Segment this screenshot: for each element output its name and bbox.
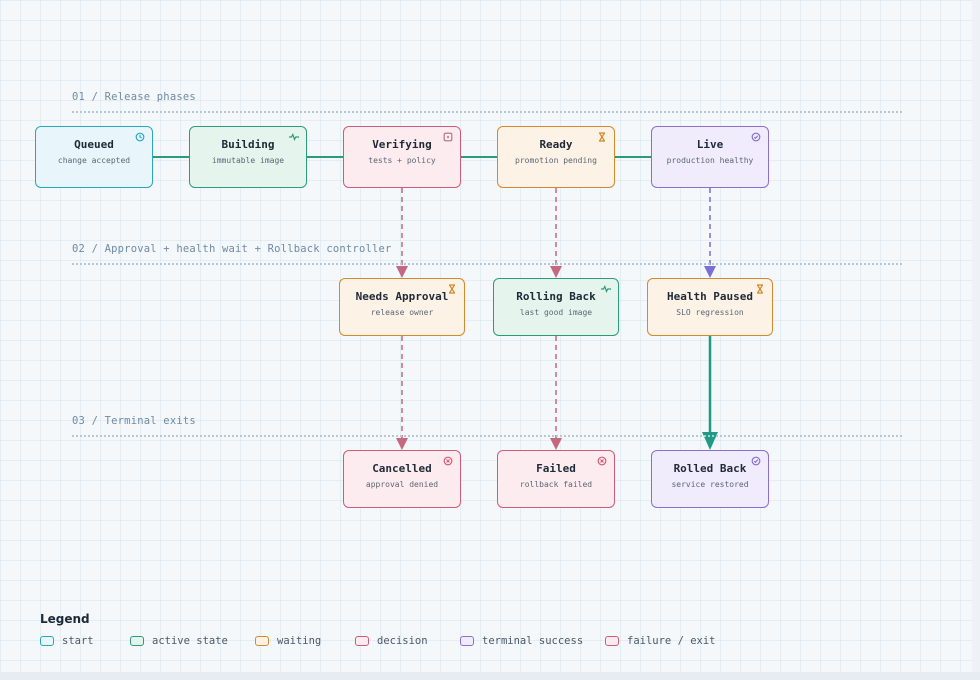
hourglass-icon: [756, 284, 764, 294]
legend-title: Legend: [40, 612, 90, 626]
node-title: Failed: [536, 462, 576, 475]
node-title: Needs Approval: [355, 290, 449, 303]
node-subtitle: release owner: [370, 308, 434, 317]
legend-item-active: active state: [130, 634, 228, 648]
section-rule: [72, 435, 902, 437]
node-rolling-back[interactable]: Rolling Back last good image: [493, 278, 619, 336]
node-title: Building: [221, 138, 275, 151]
node-rolled-back[interactable]: Rolled Back service restored: [651, 450, 769, 508]
node-title: Rolling Back: [516, 290, 596, 303]
legend-swatch: [605, 636, 619, 646]
legend-label: active state: [152, 635, 228, 647]
node-subtitle: last good image: [519, 308, 593, 317]
x-circle-icon: [597, 456, 607, 466]
node-subtitle: rollback failed: [519, 480, 593, 489]
node-title: Ready: [539, 138, 573, 151]
node-title: Rolled Back: [673, 462, 747, 475]
node-failed[interactable]: Failed rollback failed: [497, 450, 615, 508]
node-health-paused[interactable]: Health Paused SLO regression: [647, 278, 773, 336]
node-title: Verifying: [372, 138, 432, 151]
node-ready[interactable]: Ready promotion pending: [497, 126, 615, 188]
legend-swatch: [40, 636, 54, 646]
scrollbar-track[interactable]: [972, 0, 980, 672]
legend-item-start: start: [40, 634, 94, 648]
section-title-release-phases: 01 / Release phases: [72, 91, 196, 103]
legend-swatch: [460, 636, 474, 646]
clock-icon: [135, 132, 145, 142]
node-building[interactable]: Building immutable image: [189, 126, 307, 188]
hourglass-icon: [448, 284, 456, 294]
x-circle-icon: [443, 456, 453, 466]
pulse-icon: [601, 284, 611, 294]
node-subtitle: tests + policy: [368, 156, 436, 165]
section-title-terminal: 03 / Terminal exits: [72, 415, 196, 427]
node-title: Queued: [74, 138, 114, 151]
node-title: Cancelled: [372, 462, 432, 475]
legend-item-failure: failure / exit: [605, 634, 716, 648]
section-title-approval: 02 / Approval + health wait + Rollback c…: [72, 243, 392, 255]
legend-swatch: [355, 636, 369, 646]
section-rule: [72, 263, 902, 265]
node-subtitle: service restored: [671, 480, 749, 489]
node-subtitle: immutable image: [211, 156, 285, 165]
legend-swatch: [255, 636, 269, 646]
check-circle-icon: [751, 456, 761, 466]
legend-label: waiting: [277, 635, 322, 647]
node-verifying[interactable]: Verifying tests + policy: [343, 126, 461, 188]
node-subtitle: approval denied: [365, 480, 439, 489]
check-circle-icon: [751, 132, 761, 142]
node-title: Live: [696, 138, 724, 151]
legend-label: start: [62, 635, 94, 647]
bottom-bar: [0, 672, 980, 680]
legend-label: terminal success: [482, 635, 584, 647]
square-icon: [443, 132, 453, 142]
node-subtitle: production healthy: [666, 156, 754, 165]
hourglass-icon: [598, 132, 606, 142]
node-queued[interactable]: Queued change accepted: [35, 126, 153, 188]
section-rule: [72, 111, 902, 113]
node-subtitle: change accepted: [57, 156, 131, 165]
node-cancelled[interactable]: Cancelled approval denied: [343, 450, 461, 508]
node-subtitle: promotion pending: [515, 156, 597, 165]
legend-item-waiting: waiting: [255, 634, 321, 648]
node-live[interactable]: Live production healthy: [651, 126, 769, 188]
node-title: Health Paused: [666, 290, 754, 303]
legend-swatch: [130, 636, 144, 646]
legend-label: decision: [377, 635, 428, 647]
legend-item-decision: decision: [355, 634, 428, 648]
node-needs-approval[interactable]: Needs Approval release owner: [339, 278, 465, 336]
legend-item-success: terminal success: [460, 634, 583, 648]
legend-label: failure / exit: [627, 635, 716, 647]
pulse-icon: [289, 132, 299, 142]
node-subtitle: SLO regression: [676, 308, 744, 317]
